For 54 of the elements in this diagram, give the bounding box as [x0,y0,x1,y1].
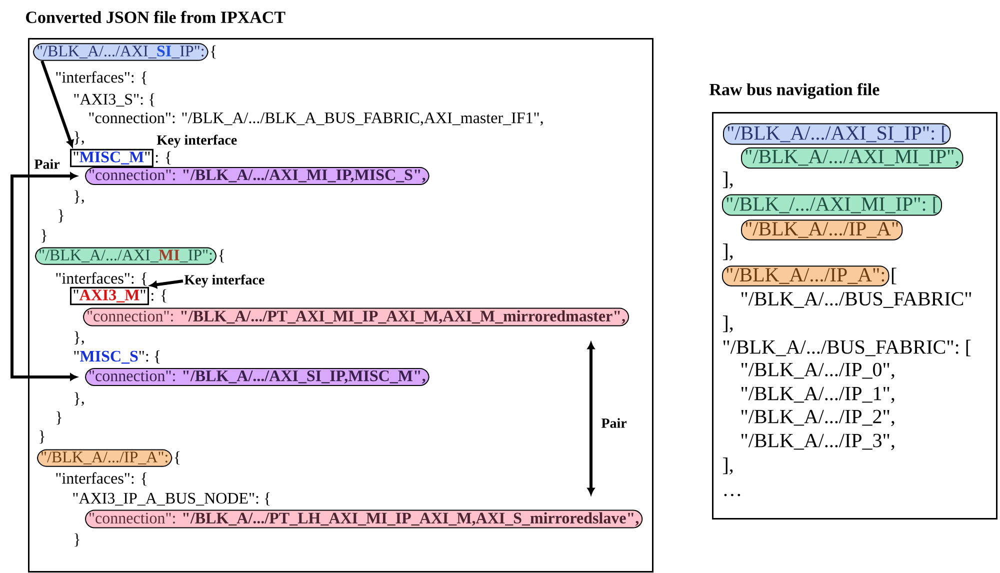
highlight-pill: "connection": "/BLK_A/.../AXI_SI_IP,MISC_M", [85,368,430,386]
code-line: ], [722,244,733,260]
code-line: "/BLK_A/.../IP_1", [741,386,894,404]
code-line: "AXI3_IP_A_BUS_NODE": { [73,492,270,506]
code-line: "/BLK_A/.../BUS_FABRIC" [741,292,972,308]
node-label: { [210,45,216,59]
arrow [150,280,184,288]
code-line: ], [722,172,733,188]
code-line: "AXI3_S": { [74,93,154,107]
code-line: "connection": "/BLK_A/.../BLK_A_BUS_FABRIC,AXI_master_IF1", [89,112,543,126]
highlight-pill: "/BLK_A/.../IP_A": [ [722,266,896,286]
arrow [40,60,74,148]
code-line: "/BLK_A/.../IP_2", [741,410,894,426]
highlight-pill: "connection": "/BLK_A/.../PT_AXI_MI_IP_AXI_M,AXI_M_mirroredmaster", [83,308,630,326]
highlight-pill: "connection": "/BLK_A/.../AXI_MI_IP,MISC_S", [85,166,430,186]
code-line: : { [151,289,166,303]
code-line: "interfaces": { [56,472,146,486]
code-line: "interfaces": { [56,272,146,286]
node-label: Converted JSON file from IPXACT [26,10,286,24]
node-label: { [174,451,180,465]
code-line: "/BLK_A/.../IP_3", [741,434,894,450]
code-line: "/BLK_A/.../BUS_FABRIC": [ [723,340,971,356]
code-line: }, [74,131,84,145]
highlight-pill: "/BLK_/.../AXI_MI_IP": [ [722,194,942,216]
edge-label: Pair [601,418,627,428]
highlight-pill: "/BLK_A/.../IP_A" [741,220,903,240]
node-label: [ [892,268,896,284]
highlight-pill: "/BLK_A/.../AXI_MI_IP", [741,147,964,169]
code-line: "/BLK_A/.../IP_0", [741,362,894,380]
node-label: { [219,249,224,263]
key-interface-box: "AXI3_M" [70,286,149,306]
code-line: } [56,411,62,425]
code-line: }, [74,392,84,406]
annotation-text: Key interface [184,274,264,288]
code-line: ], [722,316,733,332]
code-line: "interfaces": { [56,71,146,85]
code-line: }, [74,190,84,204]
highlight-pill: "/BLK_A/.../AXI_SI_IP": { [33,43,216,61]
highlight-pill: "/BLK_A/.../AXI_MI_IP": { [35,247,224,265]
node-label: Key interface [156,134,237,148]
code-line: … [724,494,740,496]
code-line: } [74,533,80,547]
highlight-pill: "/BLK_A/.../AXI_SI_IP": [ [723,123,951,145]
arrow [587,342,595,495]
highlight-pill: "connection": "/BLK_A/.../PT_LH_AXI_MI_IP_AXI_M,AXI_S_mirroredslave", [85,510,643,528]
code-line: }, [74,331,84,345]
code-line: ], [722,458,733,474]
highlight-pill: "/BLK_A/.../IP_A": { [37,449,180,467]
code-line: } [58,209,64,223]
code-line: : { [156,151,171,165]
code-line: "MISC_S": { [74,350,160,364]
edge-label: Pair [34,159,60,169]
arrow [10,172,78,381]
node-label: Raw bus navigation file [710,83,880,99]
